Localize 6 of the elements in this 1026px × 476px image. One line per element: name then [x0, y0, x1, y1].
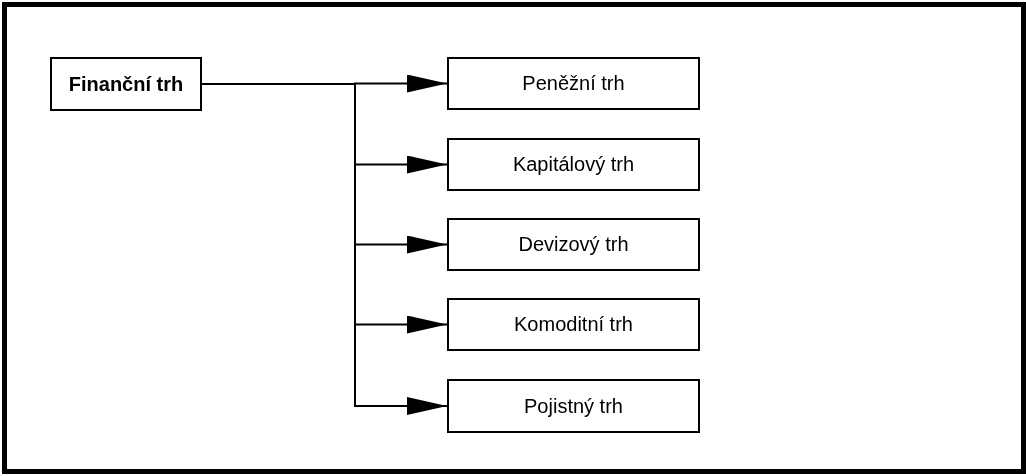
root-box: Finanční trh [50, 57, 202, 111]
category-box: Pojistný trh [447, 379, 700, 433]
category-box: Peněžní trh [447, 57, 700, 110]
category-box: Komoditní trh [447, 298, 700, 351]
category-box: Kapitálový trh [447, 138, 700, 191]
category-box: Devizový trh [447, 218, 700, 271]
